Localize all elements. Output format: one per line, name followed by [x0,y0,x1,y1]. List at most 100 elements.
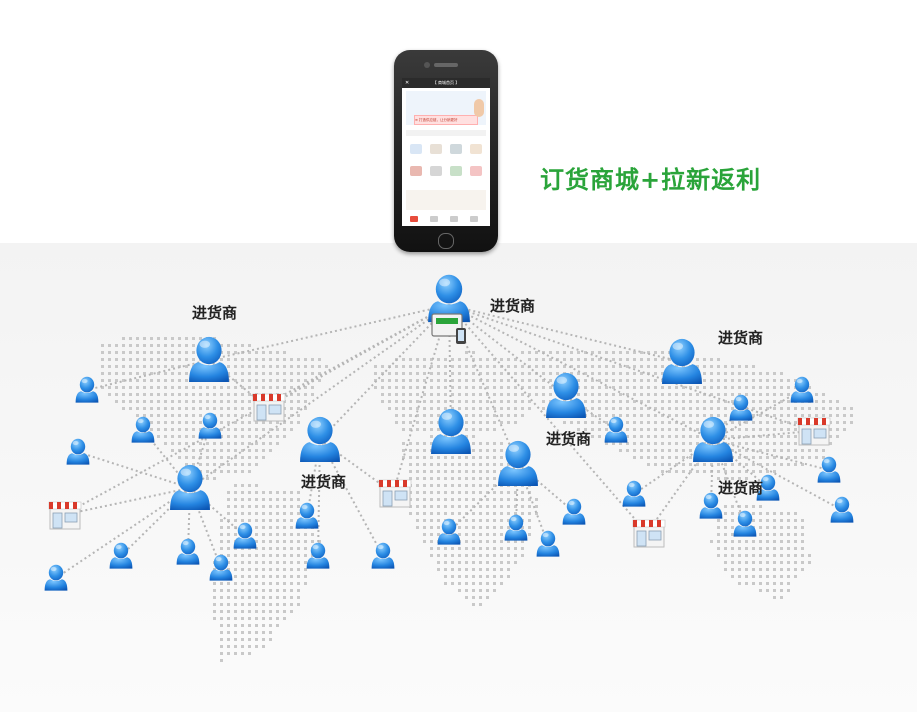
map-dot [437,561,440,564]
map-dot [738,547,741,550]
map-dot [731,533,734,536]
category-icon[interactable] [450,166,462,176]
map-dot [178,421,181,424]
map-dot [535,365,538,368]
map-dot [766,456,769,459]
tab-user-icon[interactable] [470,216,478,222]
map-dot [654,351,657,354]
map-dot [101,358,104,361]
map-dot [472,449,475,452]
map-dot [269,582,272,585]
tab-home-icon[interactable] [410,216,418,222]
map-dot [227,456,230,459]
map-dot [738,386,741,389]
category-icon[interactable] [430,144,442,154]
map-dot [171,428,174,431]
map-dot [213,477,216,480]
app-search-input[interactable] [406,130,486,136]
map-dot [311,372,314,375]
map-dot [423,372,426,375]
category-icon[interactable] [410,166,422,176]
map-dot [486,533,489,536]
map-dot [486,428,489,431]
map-dot [710,372,713,375]
map-dot [248,624,251,627]
map-dot [752,393,755,396]
map-dot [297,491,300,494]
map-dot [773,421,776,424]
map-dot [486,582,489,585]
map-dot [164,435,167,438]
map-dot [409,372,412,375]
map-dot [437,372,440,375]
map-dot [290,575,293,578]
promo-strip[interactable] [406,190,486,210]
tab-cart-icon[interactable] [450,216,458,222]
app-banner[interactable]: ≡ 打造供应链，让分销更好 [406,91,486,125]
map-dot [507,547,510,550]
map-dot [472,582,475,585]
map-dot [479,484,482,487]
map-dot [640,386,643,389]
map-dot [395,372,398,375]
map-dot [276,533,279,536]
map-dot [269,449,272,452]
map-dot [444,372,447,375]
map-dot [262,645,265,648]
map-dot [185,372,188,375]
map-dot [290,421,293,424]
map-dot [780,386,783,389]
map-dot [528,386,531,389]
map-dot [612,400,615,403]
map-dot [486,540,489,543]
category-icon[interactable] [410,144,422,154]
map-dot [220,582,223,585]
category-icon[interactable] [450,144,462,154]
map-dot [409,512,412,515]
map-dot [738,449,741,452]
map-dot [458,491,461,494]
map-dot [437,470,440,473]
tab-category-icon[interactable] [430,216,438,222]
map-dot [465,505,468,508]
map-dot [297,589,300,592]
category-icon[interactable] [430,166,442,176]
close-icon[interactable]: ✕ [405,79,409,87]
map-dot [143,407,146,410]
map-dot [402,358,405,361]
map-dot [780,554,783,557]
category-icon[interactable] [470,166,482,176]
map-dot [766,582,769,585]
map-dot [220,652,223,655]
map-dot [206,470,209,473]
map-dot [752,575,755,578]
map-dot [619,379,622,382]
map-dot [598,351,601,354]
map-dot [528,512,531,515]
category-icon[interactable] [470,144,482,154]
map-dot [465,407,468,410]
map-dot [640,365,643,368]
map-dot [248,596,251,599]
map-dot [227,631,230,634]
map-dot [640,435,643,438]
map-dot [675,456,678,459]
map-dot [395,393,398,396]
map-dot [787,379,790,382]
map-dot [276,386,279,389]
map-dot [521,372,524,375]
map-dot [290,498,293,501]
map-dot [178,386,181,389]
map-dot [276,442,279,445]
map-dot [500,442,503,445]
map-dot [150,407,153,410]
map-dot [269,491,272,494]
map-dot [115,344,118,347]
map-dot [472,428,475,431]
map-dot [794,526,797,529]
map-dot [458,386,461,389]
map-dot [465,533,468,536]
map-dot [479,575,482,578]
map-dot [213,456,216,459]
map-dot [682,414,685,417]
